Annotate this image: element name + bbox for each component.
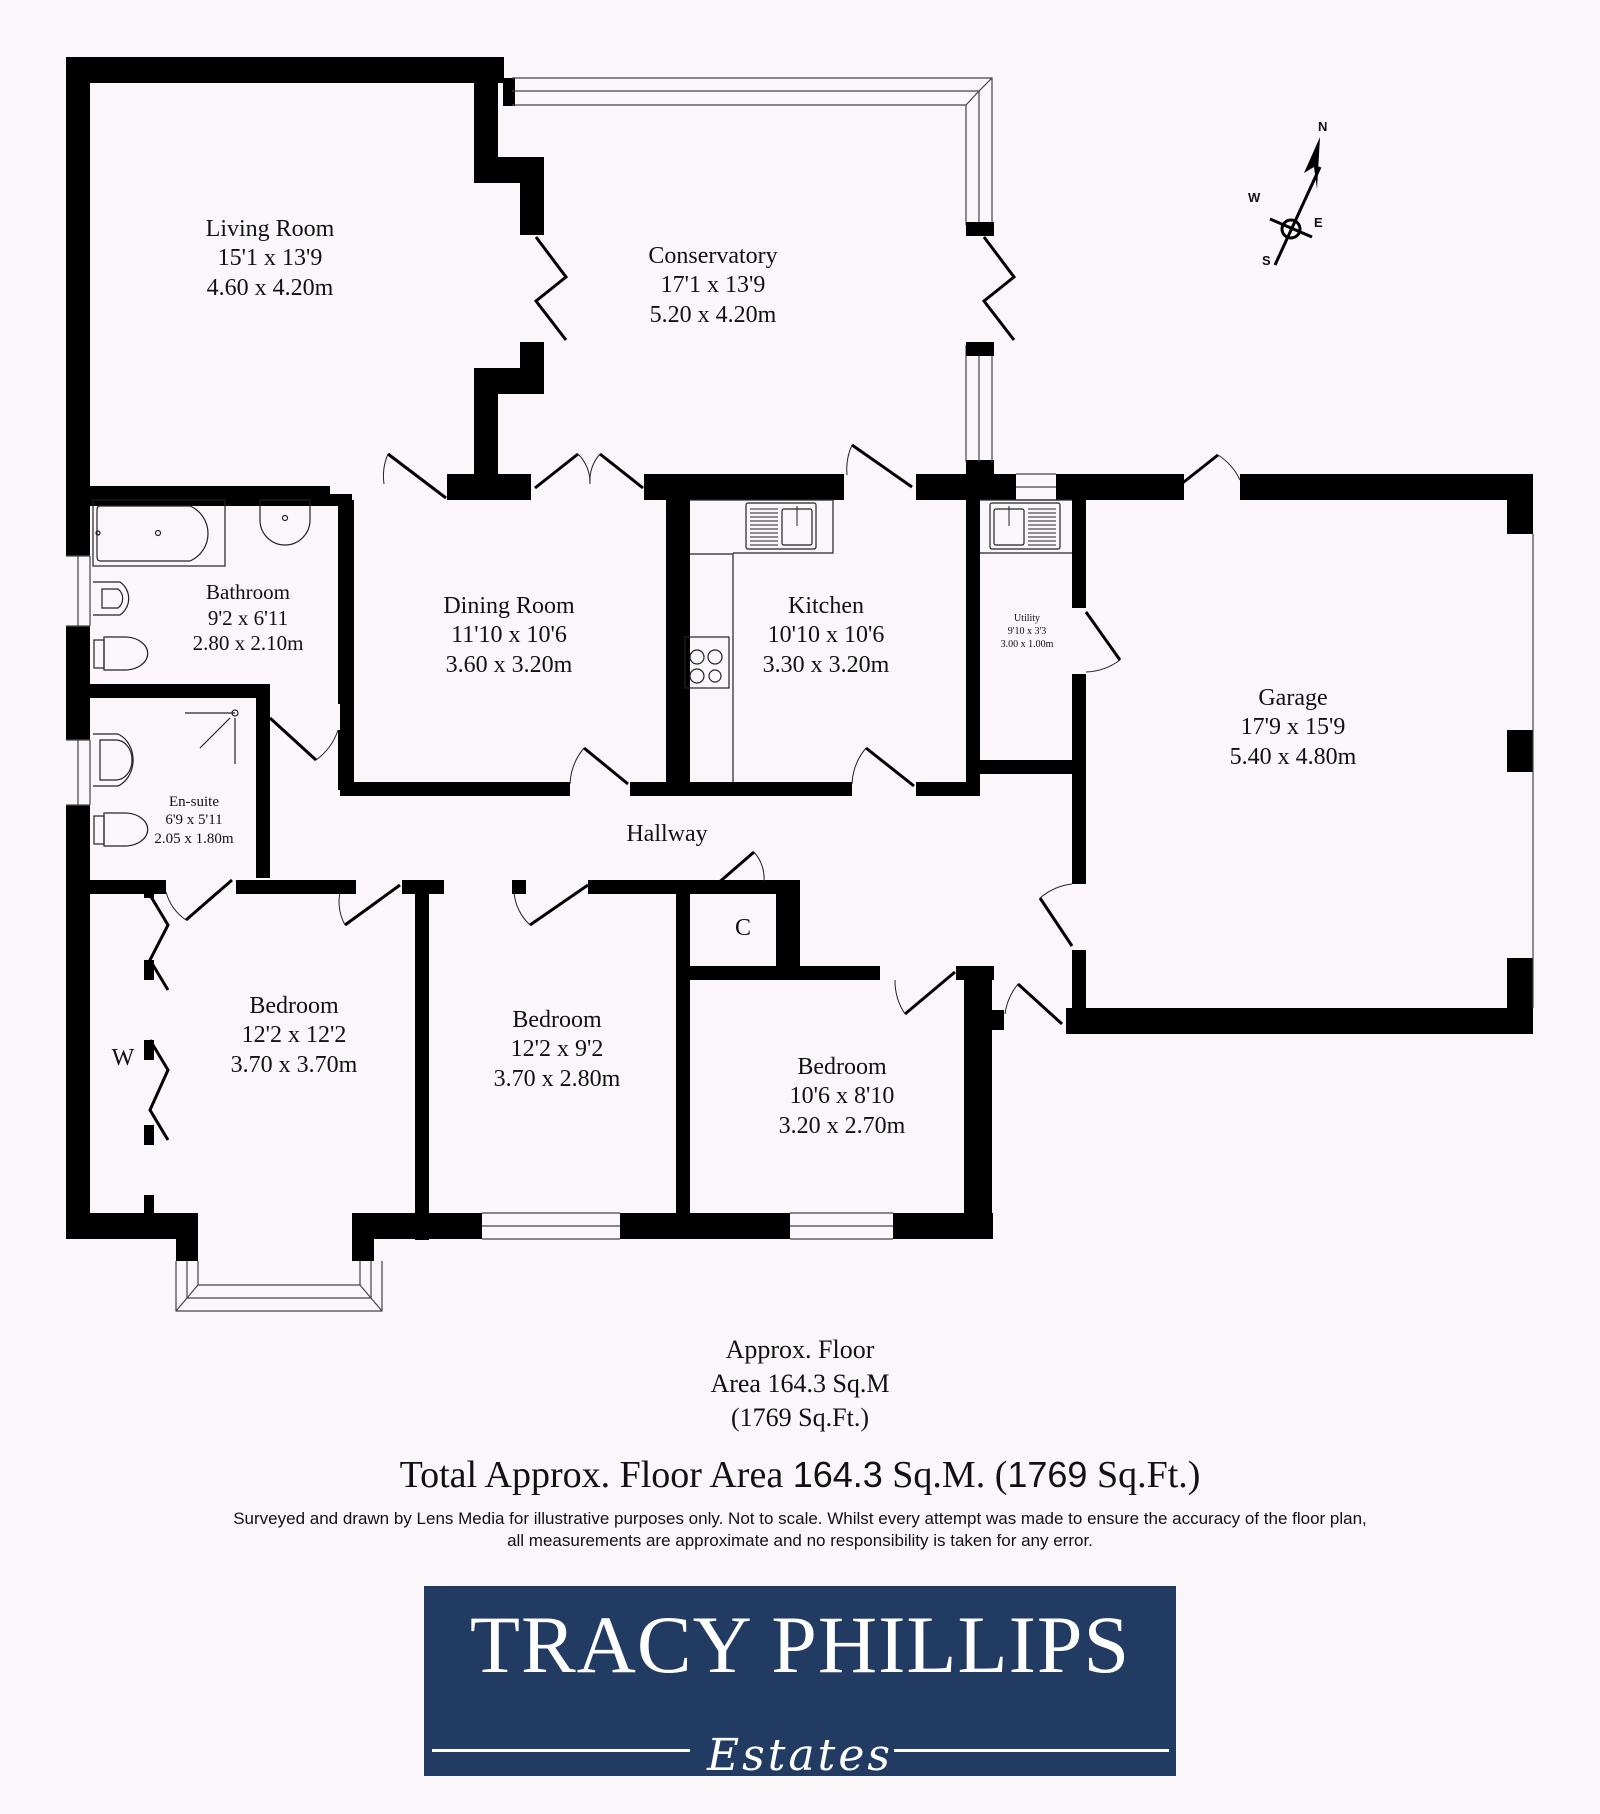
room-metric: 2.05 x 1.80m — [154, 830, 234, 847]
logo-subtitle: Estates — [707, 1730, 893, 1777]
cupboard-marker: C — [734, 915, 752, 941]
total-area-sqft-unit: Sq.Ft.) — [1087, 1454, 1201, 1496]
room-imperial: 17'9 x 15'9 — [1240, 714, 1346, 741]
room-imperial: 6'9 x 5'11 — [165, 812, 223, 829]
room-name: Dining Room — [443, 593, 575, 619]
compass-north-label: N — [1318, 119, 1328, 134]
door-swings — [165, 444, 1241, 1015]
fixtures — [92, 499, 1072, 847]
room-label-bedroom-3: Bedroom 10'6 x 8'10 3.20 x 2.70m — [779, 1053, 906, 1141]
room-imperial: 10'6 x 8'10 — [789, 1083, 895, 1110]
room-label-living-room: Living Room 15'1 x 13'9 4.60 x 4.20m — [206, 215, 335, 303]
room-name: Bedroom — [249, 993, 339, 1019]
total-area-sqm-unit: Sq.M. ( — [882, 1454, 1008, 1496]
compass-north-arrow-icon — [1269, 137, 1322, 266]
room-metric: 2.80 x 2.10m — [192, 631, 304, 656]
room-name: Garage — [1258, 685, 1328, 711]
room-label-utility: Utility 9'10 x 3'3 3.00 x 1.00m — [1001, 612, 1054, 651]
disclaimer: Surveyed and drawn by Lens Media for ill… — [60, 1508, 1540, 1552]
room-imperial: 15'1 x 13'9 — [217, 245, 323, 272]
disclaimer-line1: Surveyed and drawn by Lens Media for ill… — [233, 1509, 1367, 1528]
walls — [66, 57, 1533, 1261]
floor-plan-drawing — [66, 57, 1534, 1312]
room-name: Bathroom — [206, 580, 290, 604]
floor-area-summary: Approx. Floor Area 164.3 Sq.M (1769 Sq.F… — [710, 1333, 889, 1434]
room-label-bedroom-1: Bedroom 12'2 x 12'2 3.70 x 3.70m — [231, 992, 358, 1080]
floor-area-line3: (1769 Sq.Ft.) — [731, 1402, 869, 1432]
room-imperial: 10'10 x 10'6 — [767, 622, 885, 649]
logo-divider-left — [432, 1749, 690, 1752]
room-imperial: 11'10 x 10'6 — [451, 622, 567, 649]
room-metric: 3.70 x 2.80m — [493, 1065, 621, 1092]
total-area-prefix: Total Approx. Floor Area — [399, 1454, 793, 1496]
room-label-conservatory: Conservatory 17'1 x 13'9 5.20 x 4.20m — [648, 242, 777, 330]
room-metric: 3.00 x 1.00m — [1000, 639, 1054, 650]
room-name: Utility — [1013, 613, 1041, 624]
floor-area-line2: Area 164.3 Sq.M — [710, 1368, 890, 1398]
room-imperial: 12'2 x 9'2 — [510, 1036, 604, 1063]
logo-divider-right — [894, 1749, 1169, 1752]
bay-window — [175, 1261, 383, 1312]
room-imperial: 12'2 x 12'2 — [241, 1022, 347, 1049]
room-label-en-suite: En-suite 6'9 x 5'11 2.05 x 1.80m — [154, 793, 233, 848]
room-label-bathroom: Bathroom 9'2 x 6'11 2.80 x 2.10m — [193, 580, 304, 657]
compass-west-label: W — [1248, 190, 1261, 205]
sink-drainers — [750, 506, 1056, 546]
room-name: Conservatory — [648, 243, 778, 269]
room-metric: 3.30 x 3.20m — [762, 651, 890, 678]
room-metric: 3.70 x 3.70m — [230, 1051, 358, 1078]
wardrobe-marker: W — [111, 1045, 135, 1071]
room-metric: 3.20 x 2.70m — [778, 1112, 906, 1139]
compass-east-label: E — [1314, 215, 1323, 230]
total-floor-area: Total Approx. Floor Area 164.3 Sq.M. (17… — [400, 1453, 1201, 1497]
room-imperial: 9'2 x 6'11 — [207, 605, 289, 630]
room-name: Living Room — [205, 216, 335, 242]
total-area-sqft: 1769 — [1007, 1454, 1088, 1495]
room-metric: 5.20 x 4.20m — [649, 301, 777, 328]
compass-south-label: S — [1262, 253, 1271, 268]
room-label-garage: Garage 17'9 x 15'9 5.40 x 4.80m — [1230, 684, 1357, 772]
floor-area-line1: Approx. Floor — [725, 1335, 875, 1364]
disclaimer-line2: all measurements are approximate and no … — [507, 1531, 1093, 1551]
room-name: Hallway — [626, 821, 708, 847]
room-label-dining-room: Dining Room 11'10 x 10'6 3.60 x 3.20m — [443, 592, 574, 680]
conservatory-glazing — [512, 77, 993, 462]
room-name: Bedroom — [512, 1007, 602, 1033]
room-label-kitchen: Kitchen 10'10 x 10'6 3.30 x 3.20m — [763, 592, 890, 680]
room-name: En-suite — [168, 794, 219, 810]
room-name: Bedroom — [797, 1054, 887, 1080]
room-metric: 5.40 x 4.80m — [1229, 743, 1357, 770]
compass-rose: N W E S — [1240, 115, 1360, 275]
total-area-sqm: 164.3 — [792, 1454, 883, 1495]
room-label-hallway: Hallway — [626, 820, 707, 849]
room-name: Kitchen — [788, 593, 864, 619]
doors — [148, 236, 1219, 1141]
room-metric: 3.60 x 3.20m — [445, 651, 573, 678]
room-imperial: 17'1 x 13'9 — [660, 272, 766, 299]
agency-logo: TRACY PHILLIPS Estates — [424, 1586, 1176, 1776]
room-metric: 4.60 x 4.20m — [206, 274, 334, 301]
room-label-bedroom-2: Bedroom 12'2 x 9'2 3.70 x 2.80m — [494, 1006, 621, 1094]
logo-brand-name: TRACY PHILLIPS — [469, 1599, 1131, 1690]
room-imperial: 9'10 x 3'3 — [1007, 626, 1047, 637]
